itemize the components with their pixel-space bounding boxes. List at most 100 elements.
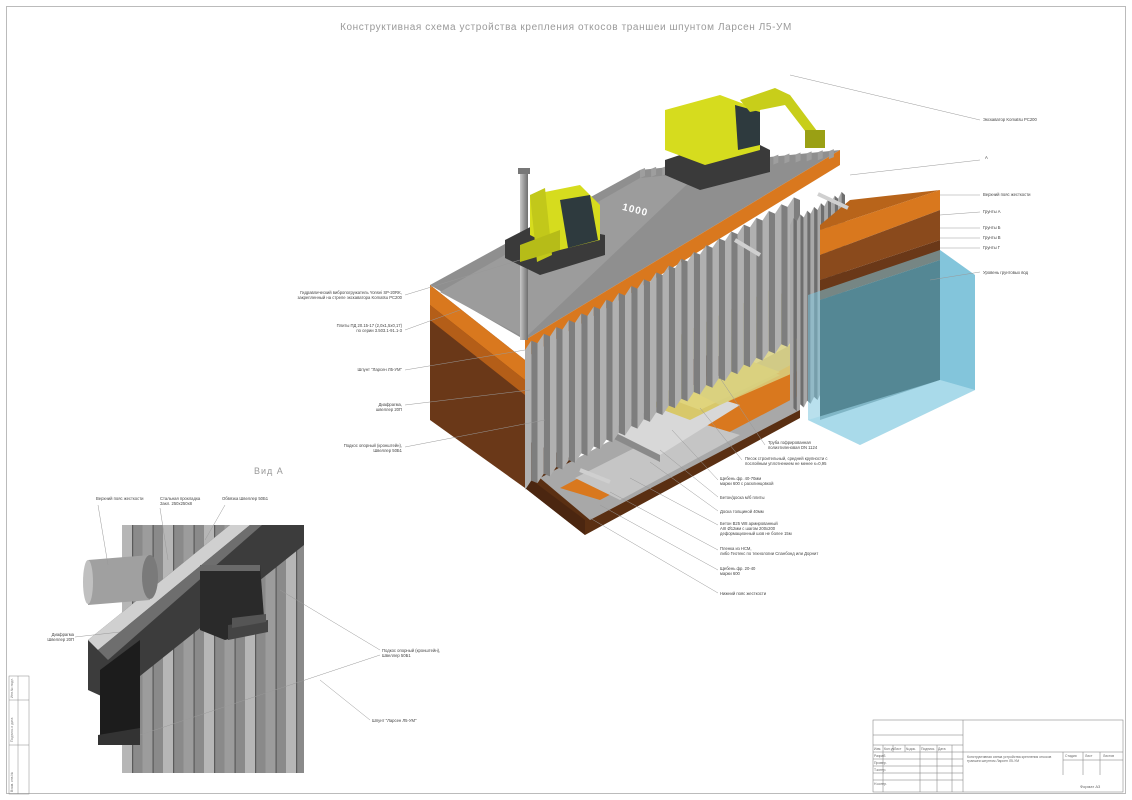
sheet-pile-left-16-b [731,231,738,375]
label-timber: Бетон/доска м/б плиты [720,495,765,500]
label-a-mark: А [985,155,988,160]
detail-sheet-seam-6 [255,525,257,773]
drawing-title: Конструктивная схема устройства креплени… [340,22,792,33]
title-block: Изм. Кол.уч Лист №док. Подпись Дата Разр… [873,720,1123,792]
sheet-pile-right-0-b [793,218,797,412]
stamp-row-2: Т.контр. [874,768,887,772]
sheet-pile-left-7-b [618,292,625,436]
sheet-pile-left-13-a [687,251,694,402]
label-groundwater: Уровень грунтовых вод [983,270,1029,275]
stamp-header-3: №док. [906,747,916,751]
sheet-pile-left-9-a [637,279,644,429]
stamp-description: Конструктивная схема устройства креплени… [967,755,1052,763]
sheet-pile-left-6-a [600,299,607,450]
sheet-pile-left-19-b [768,211,775,354]
label-upper-belt: Верхний пояс жесткости [983,192,1031,197]
sheet-pile-top-16 [817,150,823,161]
sheet-pile-left-15-b [718,238,725,381]
stamp-header-1: Кол.уч [884,747,895,751]
sheet-pile-right-1-a [796,214,801,412]
stamp-row-0: Разраб. [874,754,887,758]
detail-sheet-stripe-4 [204,525,214,773]
sheet-pile-left-4-b [581,313,588,456]
title-block-lines [872,719,1124,793]
excavator-far [665,88,825,190]
stamp-header-4: Подпись [921,747,935,751]
label-slabs: Плиты ПД 20.15-17 (2,0х1,5х0,17)по серии… [336,323,402,333]
stamp-row-1: Провер. [874,761,887,765]
sheet-pile-left-0-a [525,340,532,490]
side-strip-0: Инв.№ подл. [10,677,14,698]
stamp-row-4: Н.контр. [874,782,888,786]
sheet-pile-left-11-b [668,265,675,409]
label-soil-a: Грунты А [983,209,1001,214]
side-strip: Инв.№ подл. Подпись и дата Взам. инв.№ [8,676,30,794]
stamp-header-0: Изм. [874,747,882,751]
sheet-pile-left-14-a [700,245,707,395]
sheet-pile-left-19-a [762,211,769,361]
sheet-pile-left-2-a [550,326,557,477]
stamp-header-5: Дата [938,747,946,751]
sheet-pile-top-13 [784,153,790,164]
label-geotextile: Пленка из НСМ,либо Геотекс по технологии… [720,546,819,556]
sheet-pile-top-0 [640,168,645,178]
sheet-pile-left-1-b [543,333,550,477]
sheet-pile-left-16-a [725,231,732,381]
sheet-pile-left-13-b [693,251,700,395]
sheet-pile-top-15 [806,151,812,162]
label-sheet-pile: Шпунт "Ларсен Л5-УМ" [357,367,403,372]
struts [579,192,849,484]
sheet-pile-left-0-b [531,340,538,484]
leader-lines-detail [74,504,381,736]
detail-sheet-stripe-5 [224,525,235,773]
sheet-pile-left-12-a [675,258,682,409]
sheet-pile-left-18-a [750,217,757,368]
label-lower-belt: Нижний пояс жесткости [720,591,767,596]
sheet-pile-left-20-a [775,204,782,354]
sheet-pile-left-3-b [568,320,575,463]
sheet-pile-left-15-a [712,238,719,388]
label-soil-v: Грунты В [983,235,1001,240]
side-strip-lines [8,675,30,795]
sheet-pile-left-1-a [537,333,544,484]
label-soil-b: Грунты Б [983,225,1001,230]
sheet-pile-left-8-b [631,286,638,429]
detail-label-upper: Верхний пояс жесткости [96,496,144,501]
sheet-pile-top-12 [773,154,779,165]
sheet-pile-left-5-a [587,306,594,456]
detail-sheet-seam-3 [193,525,195,773]
sheet-pile-left-14-b [706,245,713,388]
side-strip-1: Подпись и дата [10,717,14,742]
detail-sheet-seam-4 [214,525,216,773]
sheet-pile-top-14 [795,152,801,163]
sheet-pile-left-4-a [575,313,582,463]
side-strip-2: Взам. инв.№ [10,771,14,792]
sheet-pile-left-11-a [662,265,669,415]
sheet-pile-right-1-b [800,214,804,408]
detail-label-support: Подкос опорный (кронштейн),Швеллер 50Б1 [382,648,441,658]
drawing-frame [6,6,1126,794]
detail-sheet-stripe-7 [265,525,276,773]
sheet-pile-left-8-a [625,286,632,436]
sheet-pile-right-2-a [803,210,808,408]
sheet-pile-left-10-b [656,272,663,415]
sheet-pile-left-17-a [737,224,744,375]
detail-sheet-stripe-6 [245,525,255,773]
sheet-pile-right-0-a [790,218,794,415]
sheet-pile-left-9-b [643,279,650,422]
label-diaphragm: Диафрагма,швеллер 20П [375,402,402,412]
label-excavator: Экскаватор Komatsu PC200 [983,117,1037,122]
sheet-pile-left-2-b [556,326,563,470]
sheet-pile-left-10-a [650,272,657,422]
detail-sheet-stripe-8 [286,525,296,773]
sheet-pile-left-12-b [681,258,688,402]
detail-label-binding: Обвязка Швеллер 50Б1 [222,496,269,501]
sheet-pile-left-20-b [781,204,788,347]
